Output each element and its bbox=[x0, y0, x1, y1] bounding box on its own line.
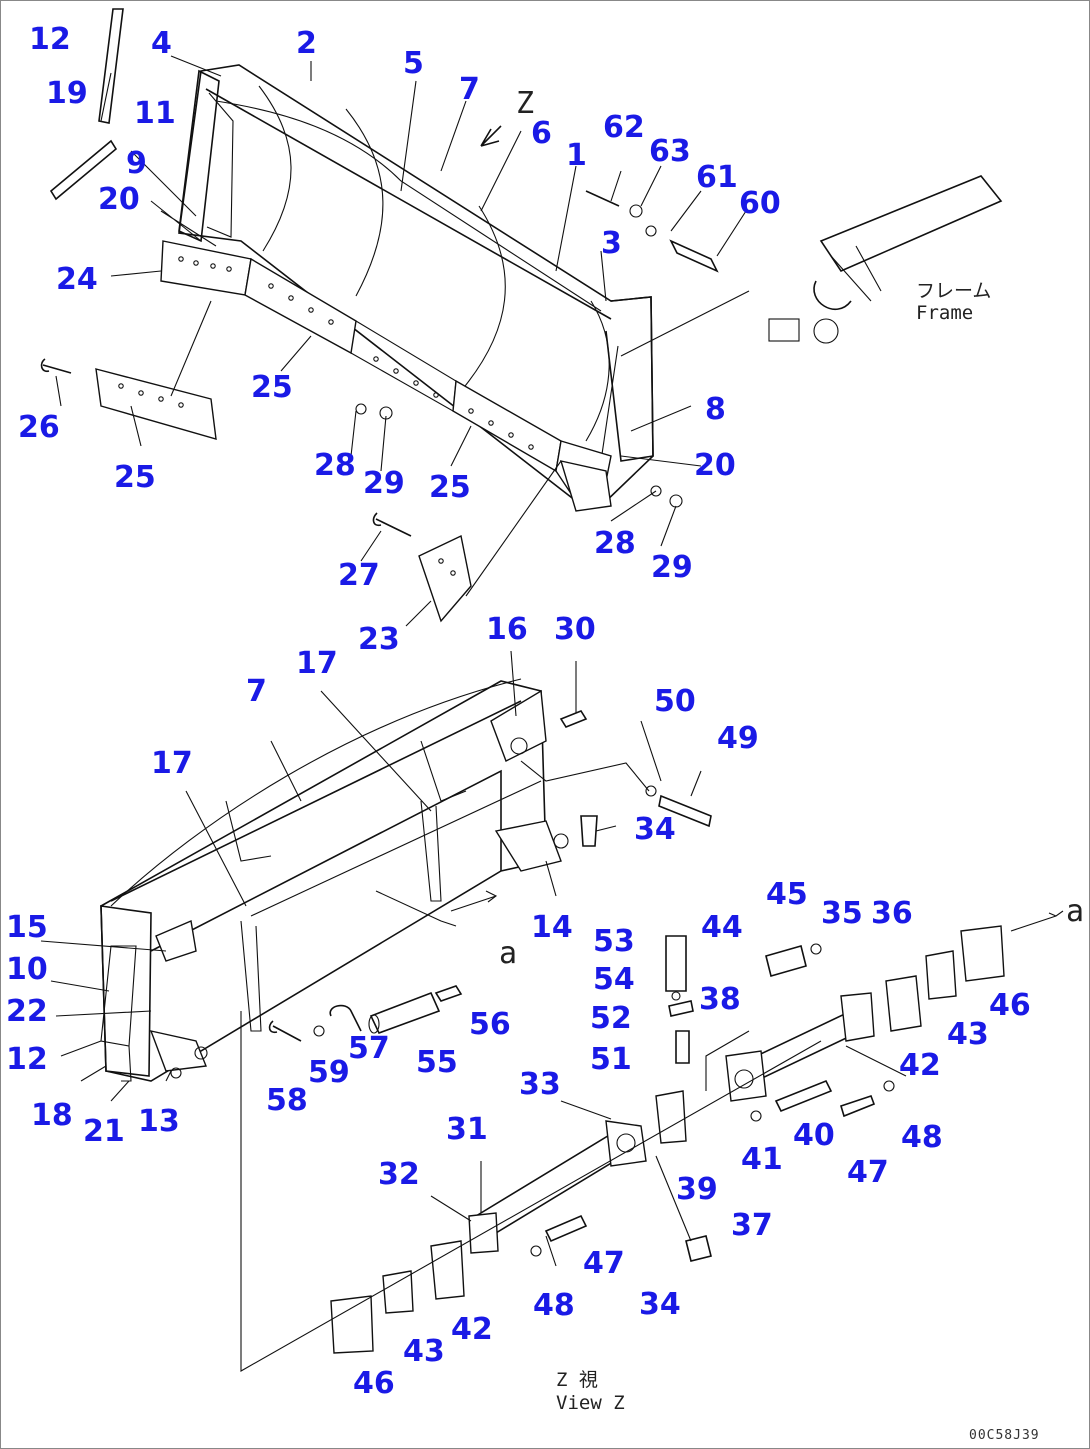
part-number-p40: 40 bbox=[793, 1118, 835, 1153]
part-number-p61: 61 bbox=[696, 160, 738, 195]
frame-label-jp: フレーム bbox=[916, 280, 991, 302]
part-number-p31: 31 bbox=[446, 1112, 488, 1147]
part-number-p41: 41 bbox=[741, 1142, 783, 1177]
part-number-p25a: 25 bbox=[251, 370, 293, 405]
part-number-p51: 51 bbox=[590, 1042, 632, 1077]
part-number-p18: 18 bbox=[31, 1098, 73, 1133]
part-number-p45: 45 bbox=[766, 877, 808, 912]
part-number-p52: 52 bbox=[590, 1001, 632, 1036]
part-number-p7b: 7 bbox=[246, 674, 267, 709]
part-number-p13: 13 bbox=[138, 1104, 180, 1139]
part-number-p37: 37 bbox=[731, 1208, 773, 1243]
frame-assembly bbox=[40, 650, 1064, 1372]
part-number-p34a: 34 bbox=[634, 812, 676, 847]
view-z-label-jp: Z 視 bbox=[556, 1369, 598, 1391]
part-number-p29b: 29 bbox=[651, 550, 693, 585]
part-number-p25b: 25 bbox=[114, 460, 156, 495]
part-number-p44: 44 bbox=[701, 910, 743, 945]
part-number-p15: 15 bbox=[6, 910, 48, 945]
drawing-code: 00C58J39 bbox=[969, 1428, 1040, 1443]
part-number-p17b: 17 bbox=[151, 746, 193, 781]
part-number-p9: 9 bbox=[126, 146, 147, 181]
part-number-p12b: 12 bbox=[6, 1042, 48, 1077]
part-number-p63: 63 bbox=[649, 134, 691, 169]
part-number-p47b: 47 bbox=[583, 1246, 625, 1281]
part-number-p14: 14 bbox=[531, 910, 573, 945]
part-number-p33: 33 bbox=[519, 1067, 561, 1102]
view-z-marker: Z bbox=[516, 86, 534, 121]
part-number-p48b: 48 bbox=[533, 1288, 575, 1323]
part-number-p17a: 17 bbox=[296, 646, 338, 681]
part-number-p19: 19 bbox=[46, 76, 88, 111]
part-number-p2: 2 bbox=[296, 26, 317, 61]
part-number-p23: 23 bbox=[358, 622, 400, 657]
part-number-p32: 32 bbox=[378, 1157, 420, 1192]
part-number-p5: 5 bbox=[403, 46, 424, 81]
part-number-p26: 26 bbox=[18, 410, 60, 445]
part-number-p58: 58 bbox=[266, 1083, 308, 1118]
part-number-p59: 59 bbox=[308, 1055, 350, 1090]
part-number-p28a: 28 bbox=[314, 448, 356, 483]
part-number-p30: 30 bbox=[554, 612, 596, 647]
part-number-p4: 4 bbox=[151, 26, 172, 61]
part-number-p11: 11 bbox=[134, 96, 176, 131]
part-number-p28b: 28 bbox=[594, 526, 636, 561]
part-number-p24: 24 bbox=[56, 262, 98, 297]
part-number-p60: 60 bbox=[739, 186, 781, 221]
part-number-p29a: 29 bbox=[363, 466, 405, 501]
part-number-p39: 39 bbox=[676, 1172, 718, 1207]
part-number-p34b: 34 bbox=[639, 1287, 681, 1322]
blade-assembly bbox=[40, 8, 1003, 627]
part-number-p56: 56 bbox=[469, 1007, 511, 1042]
part-number-p57: 57 bbox=[348, 1031, 390, 1066]
part-number-p10: 10 bbox=[6, 952, 48, 987]
part-number-p25c: 25 bbox=[429, 470, 471, 505]
part-number-p48a: 48 bbox=[901, 1120, 943, 1155]
part-number-p8: 8 bbox=[705, 392, 726, 427]
part-number-p53: 53 bbox=[593, 924, 635, 959]
part-number-p7a: 7 bbox=[459, 72, 480, 107]
part-number-p42b: 42 bbox=[451, 1312, 493, 1347]
part-number-p54: 54 bbox=[593, 962, 635, 997]
a-marker-lower: a bbox=[499, 936, 517, 971]
part-number-p42a: 42 bbox=[899, 1048, 941, 1083]
part-number-p12a: 12 bbox=[29, 22, 71, 57]
frame-label-en: Frame bbox=[916, 302, 973, 324]
part-number-p46a: 46 bbox=[989, 988, 1031, 1023]
part-number-p27: 27 bbox=[338, 558, 380, 593]
part-number-p46b: 46 bbox=[353, 1366, 395, 1401]
part-number-p22: 22 bbox=[6, 994, 48, 1029]
part-number-p38: 38 bbox=[699, 982, 741, 1017]
part-number-p6: 6 bbox=[531, 116, 552, 151]
part-number-p43b: 43 bbox=[403, 1334, 445, 1369]
part-number-p49: 49 bbox=[717, 721, 759, 756]
a-marker-right: a bbox=[1066, 894, 1084, 929]
part-number-p36: 36 bbox=[871, 896, 913, 931]
part-number-p20a: 20 bbox=[98, 182, 140, 217]
part-number-p35: 35 bbox=[821, 896, 863, 931]
annotations: フレーム Frame Z a a Z 視 View Z 00C58J39 bbox=[499, 86, 1084, 1443]
view-z-label-en: View Z bbox=[556, 1392, 625, 1414]
part-number-p47a: 47 bbox=[847, 1155, 889, 1190]
part-number-p1: 1 bbox=[566, 138, 587, 173]
part-number-p20b: 20 bbox=[694, 448, 736, 483]
part-number-p62: 62 bbox=[603, 110, 645, 145]
part-number-p21: 21 bbox=[83, 1114, 125, 1149]
part-number-p43a: 43 bbox=[947, 1017, 989, 1052]
part-number-p16: 16 bbox=[486, 612, 528, 647]
part-number-p50: 50 bbox=[654, 684, 696, 719]
part-number-p55: 55 bbox=[416, 1045, 458, 1080]
part-number-p3: 3 bbox=[601, 226, 622, 261]
